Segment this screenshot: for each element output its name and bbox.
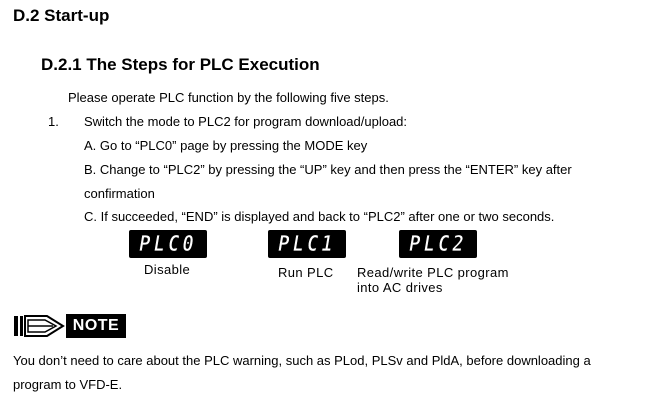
caption-run-plc: Run PLC — [278, 265, 334, 280]
step-item-b-continued: confirmation — [84, 186, 155, 201]
step-number: 1. — [48, 114, 59, 129]
step-item-b: B. Change to “PLC2” by pressing the “UP”… — [84, 162, 572, 177]
caption-disable: Disable — [144, 262, 191, 277]
subsection-heading: D.2.1 The Steps for PLC Execution — [41, 55, 320, 74]
step-item-a: A. Go to “PLC0” page by pressing the MOD… — [84, 138, 368, 153]
step-item-c: C. If succeeded, “END” is displayed and … — [84, 209, 555, 224]
note-text-line1: You don’t need to care about the PLC war… — [13, 353, 591, 368]
lcd-text: PLC1 — [278, 231, 336, 257]
caption-read-write-line2: into AC drives — [357, 280, 443, 295]
section-heading: D.2 Start-up — [13, 6, 110, 25]
step-text: Switch the mode to PLC2 for program down… — [84, 114, 408, 129]
lcd-display-plc0: PLC0 — [129, 230, 207, 258]
lcd-text: PLC0 — [139, 231, 197, 257]
lcd-display-plc2: PLC2 — [399, 230, 477, 258]
pointing-hand-icon — [14, 315, 65, 337]
intro-text: Please operate PLC function by the follo… — [68, 90, 389, 105]
lcd-text: PLC2 — [409, 231, 467, 257]
lcd-display-plc1: PLC1 — [268, 230, 346, 258]
note-text-line2: program to VFD-E. — [13, 377, 123, 392]
caption-read-write: Read/write PLC program — [357, 265, 509, 280]
note-label: NOTE — [66, 314, 126, 338]
